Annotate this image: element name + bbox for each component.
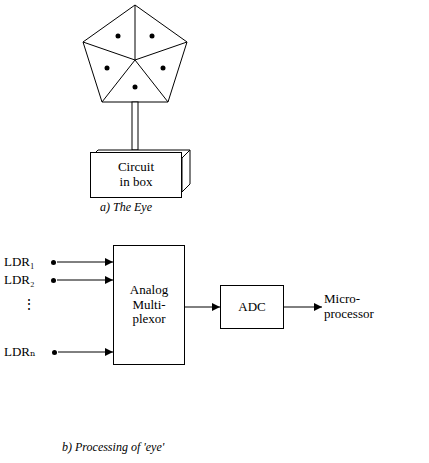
multiplexer-box: Analog Multi- plexor [113, 245, 185, 365]
box-side-face [182, 150, 190, 192]
eye-segment [102, 60, 135, 102]
ldr-input: LDR₂ [4, 272, 57, 289]
node-text: Analog Multi- plexor [122, 283, 177, 328]
eye-segment [135, 42, 187, 60]
ldr-dot [150, 34, 155, 39]
ldr-input: LDRₙ [4, 344, 58, 361]
input-terminal [52, 350, 57, 355]
input-terminal [51, 260, 56, 265]
ldr-dot [105, 66, 110, 71]
eye-segment [83, 42, 135, 60]
node-text: ADC [238, 300, 265, 315]
ldr-dot [116, 34, 121, 39]
node-text: LDR₂ [4, 273, 35, 288]
node-text: LDRₙ [4, 345, 36, 360]
adc-box: ADC [220, 285, 284, 329]
ldr-dot [161, 66, 166, 71]
node-text: LDR₁ [4, 255, 35, 270]
ldr-input: LDR₁ [4, 254, 57, 271]
microprocessor-label: Micro- processor [322, 290, 391, 324]
eye-stem [132, 102, 138, 150]
figure-caption: a) The Eye [100, 200, 152, 215]
signal-arrow [185, 307, 220, 308]
node-text: Micro- processor [324, 292, 389, 322]
signal-arrow [57, 280, 113, 281]
eye-pentagon [83, 5, 187, 102]
circuit-box: Circuit in box [90, 152, 182, 198]
signal-arrow [57, 262, 113, 263]
figure-caption: b) Processing of 'eye' [62, 440, 164, 455]
eye-segment [135, 60, 168, 102]
signal-arrow [284, 307, 322, 308]
eye-segment [135, 5, 136, 60]
node-text: Circuit in box [114, 160, 158, 190]
ellipsis-mark: ⋮ [22, 296, 36, 313]
input-terminal [51, 278, 56, 283]
signal-arrow [58, 352, 113, 353]
ldr-dot [133, 85, 138, 90]
